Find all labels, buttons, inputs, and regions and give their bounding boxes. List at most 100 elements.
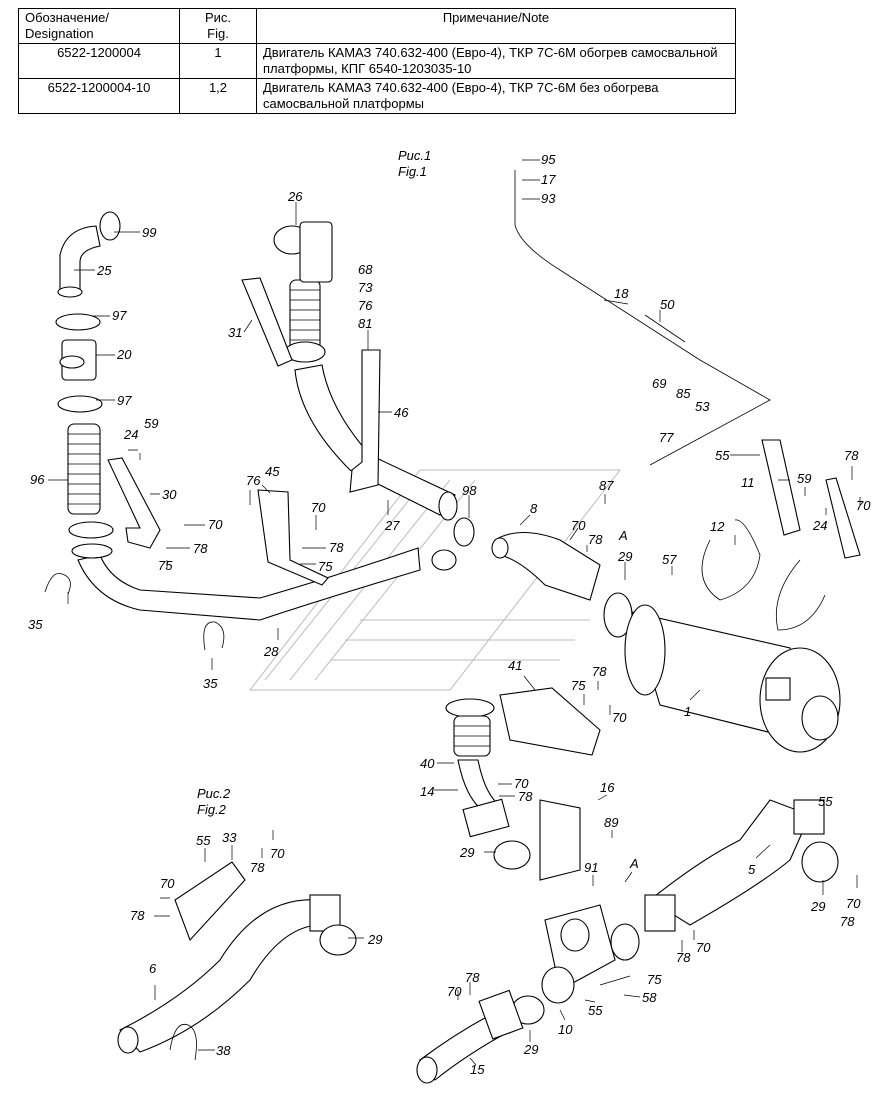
- exhaust-pipe-28: [77, 547, 421, 621]
- callout: 76: [358, 298, 373, 313]
- header-designation: Обозначение/ Designation: [18, 8, 180, 44]
- clamp-lower-set: [68, 521, 114, 559]
- callout: 97: [117, 393, 132, 408]
- callout: 27: [384, 518, 400, 533]
- header-fig: Рис. Fig.: [179, 8, 257, 44]
- callout: 70: [571, 518, 586, 533]
- spec-table: Обозначение/ Designation Рис. Fig. Приме…: [18, 8, 736, 114]
- header-fig-text: Рис. Fig.: [204, 10, 232, 41]
- bracket-46: [349, 349, 381, 493]
- clamp-98: [431, 517, 475, 571]
- callout: 29: [523, 1042, 538, 1057]
- callout: 70: [208, 517, 223, 532]
- row-designation: 6522-1200004-10: [18, 78, 180, 114]
- callout: 6: [149, 961, 157, 976]
- callout: 70: [856, 498, 871, 513]
- callout: 1: [684, 704, 691, 719]
- bracket-11: [761, 439, 801, 536]
- callout: 87: [599, 478, 614, 493]
- bracket-45: [257, 489, 329, 586]
- table-row: 6522-1200004-10 1,2 Двигатель КАМАЗ 740.…: [18, 78, 736, 114]
- pipe-6: [117, 894, 341, 1054]
- elbow-40: [445, 698, 495, 757]
- callout: 97: [112, 308, 127, 323]
- callout: 78: [250, 860, 265, 875]
- callout: 70: [846, 896, 861, 911]
- callout: 50: [660, 297, 675, 312]
- fig1-title-ru: Рис.1: [398, 148, 431, 163]
- callout: 14: [420, 784, 434, 799]
- callout: 75: [571, 678, 586, 693]
- callout: 78: [592, 664, 607, 679]
- callout: 55: [588, 1003, 603, 1018]
- callout: 40: [420, 756, 435, 771]
- callout: 58: [642, 990, 657, 1005]
- bracket-33: [174, 861, 246, 942]
- callout: 26: [287, 189, 303, 204]
- callout: 75: [318, 559, 333, 574]
- callout: 30: [162, 487, 177, 502]
- elbow-pipe-25: [57, 225, 101, 298]
- callout: 78: [518, 789, 533, 804]
- leader-lines: [48, 159, 861, 1066]
- u-bolt-35-left: [44, 573, 71, 595]
- fig2-title-ru: Рис.2: [197, 786, 231, 801]
- callout: 69: [652, 376, 666, 391]
- table-row: 6522-1200004 1 Двигатель КАМАЗ 740.632-4…: [18, 43, 736, 79]
- callout: 78: [844, 448, 859, 463]
- callout: 55: [715, 448, 730, 463]
- callout: 35: [203, 676, 218, 691]
- callout: A: [629, 856, 639, 871]
- straps-12: [701, 519, 826, 631]
- callout: 59: [797, 471, 811, 486]
- exhaust-pipe-27: [294, 364, 458, 521]
- callout: 96: [30, 472, 45, 487]
- pipe-15: [416, 989, 524, 1084]
- callout: 73: [358, 280, 373, 295]
- gasket-29-valve: [511, 923, 640, 1025]
- fig1-title-en: Fig.1: [398, 164, 427, 179]
- callout: 68: [358, 262, 373, 277]
- bracket-30: [107, 457, 161, 549]
- callout: 78: [130, 908, 145, 923]
- callout: 16: [600, 780, 615, 795]
- callout: 35: [28, 617, 43, 632]
- callout: 24: [812, 518, 827, 533]
- callout: 11: [741, 475, 755, 490]
- fig2-title-en: Fig.2: [197, 802, 227, 817]
- callout: 18: [614, 286, 629, 301]
- u-bolt-35-right: [203, 621, 225, 651]
- callout: 33: [222, 830, 237, 845]
- callout: 85: [676, 386, 691, 401]
- callout: 15: [470, 1062, 485, 1077]
- callout: 75: [647, 972, 662, 987]
- callout: 31: [228, 325, 242, 340]
- gasket-29-right: [801, 841, 839, 883]
- callout: 20: [116, 347, 132, 362]
- header-designation-text: Обозначение/ Designation: [25, 10, 110, 41]
- row-note: Двигатель КАМАЗ 740.632-400 (Евро-4), ТК…: [256, 78, 736, 114]
- callout: 29: [459, 845, 474, 860]
- bracket-24-right: [825, 477, 861, 559]
- callout: 78: [465, 970, 480, 985]
- pipe-14: [457, 759, 510, 838]
- clamp-97-upper: [55, 313, 101, 331]
- bracket-16: [539, 799, 581, 881]
- bracket-41: [499, 687, 601, 756]
- callout: 98: [462, 483, 477, 498]
- pipe-5: [644, 799, 825, 932]
- valve-body-10: [541, 904, 616, 1004]
- callout: 59: [144, 416, 158, 431]
- callout: 55: [818, 794, 833, 809]
- callout: 28: [263, 644, 279, 659]
- callout: 78: [193, 541, 208, 556]
- gasket-29-mid: [493, 840, 531, 870]
- callout: 77: [659, 430, 674, 445]
- joint-20: [59, 339, 97, 381]
- callout: 41: [508, 658, 522, 673]
- callout: 70: [160, 876, 175, 891]
- row-note: Двигатель КАМАЗ 740.632-400 (Евро-4), ТК…: [256, 43, 736, 79]
- spec-table-header: Обозначение/ Designation Рис. Fig. Приме…: [18, 8, 736, 44]
- row-designation: 6522-1200004: [18, 43, 180, 79]
- callout: 70: [447, 984, 462, 999]
